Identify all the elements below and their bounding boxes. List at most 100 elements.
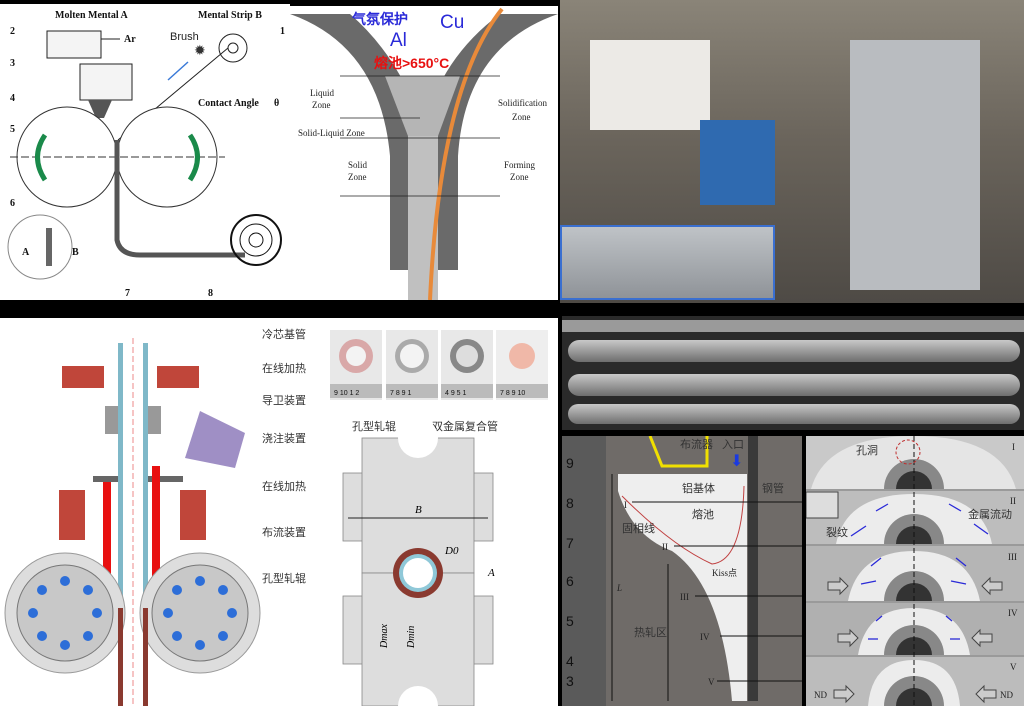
svg-text:7 8 9 10: 7 8 9 10 [500,390,525,397]
nd-label-left: ND [814,690,827,700]
metal-strip-label: Mental Strip B [198,10,262,21]
flow-arrows [850,503,989,640]
svg-text:I: I [1012,442,1015,452]
length-label: L [616,583,622,593]
dim-d0-label: D0 [444,545,459,557]
heater-top-left [62,366,104,388]
svg-text:在线加热: 在线加热 [262,361,306,375]
rotation-arrow-icon [187,133,200,182]
svg-text:V: V [1010,662,1017,672]
composite-rods-photo [562,316,1024,430]
melt-pool-label: 熔池 [692,507,714,521]
solidification-zone-label-2: Zone [512,112,531,122]
copper-strip [428,7,504,300]
panel-twin-roll-schematic: Molten Mental A Mental Strip B Ar Brush … [0,0,290,300]
solid-zone-label-2: Zone [348,172,367,182]
svg-text:9: 9 [566,455,574,471]
equipment-photo [560,0,1024,303]
ruler [562,320,1024,332]
svg-text:III: III [680,592,689,602]
heater-top-right [157,366,199,388]
hot-rolling-zone-label: 热轧区 [634,625,667,639]
svg-text:I: I [624,500,627,510]
forming-zone-label: Forming [504,160,536,170]
molten-metal-label: Molten Mental A [55,10,129,21]
dim-b-label: B [415,504,422,516]
svg-text:II: II [1010,496,1016,506]
dim-dmin-label: Dmin [406,626,417,649]
scale-ruler [562,436,606,706]
svg-text:3: 3 [10,58,15,69]
svg-text:导卫装置: 导卫装置 [262,394,306,407]
svg-text:7: 7 [566,535,574,551]
argon-label: Ar [124,34,136,45]
solid-liquid-zone-label: Solid-Liquid Zone [298,128,365,138]
svg-text:浇注装置: 浇注装置 [262,431,306,445]
svg-text:6: 6 [566,573,574,589]
layer-b-label: B [72,247,79,258]
down-arrow-icon: ⬇ [730,453,743,470]
svg-text:3: 3 [566,673,574,689]
svg-text:2: 2 [10,26,15,37]
brush-label: Brush [170,31,199,43]
rotation-arrow-icon [35,133,48,182]
solid-zone-label: Solid [348,160,368,170]
section-rows [806,436,1024,706]
svg-text:4 9 5 1: 4 9 5 1 [445,390,467,397]
svg-text:IV: IV [700,632,710,642]
svg-text:4: 4 [566,653,574,669]
svg-text:在线加热: 在线加热 [262,479,306,493]
cu-label: Cu [440,12,464,33]
grooved-roll-label: 孔型轧辊 [352,419,396,433]
svg-text:冷芯基管: 冷芯基管 [262,327,306,341]
layer-a-label: A [22,247,30,258]
solidification-zone-label: Solidification [498,98,547,108]
svg-text:IV: IV [1008,608,1018,618]
distributor-label: 布流器 [680,437,713,451]
nd-label-right: ND [1000,690,1013,700]
svg-text:4: 4 [10,93,15,104]
solidus-label: 固相线 [622,521,655,535]
panel-composite-tube-schematic: 冷芯基管 在线加热 导卫装置 浇注装置 在线加热 布流装置 孔型轧辊 9 10 … [0,318,558,706]
gas-protection-label: 气氛保护 [351,11,408,27]
pouring-device [185,411,245,468]
crack-label: 裂纹 [826,525,848,539]
inlet-label: 入口 [722,438,744,451]
liquid-zone-label: Liquid [310,88,334,98]
svg-text:1: 1 [280,26,285,37]
metal-flow-label: 金属流动 [968,507,1012,521]
svg-text:II: II [662,542,668,552]
blue-gearbox [700,120,775,205]
brush-icon: ✹ [194,44,206,59]
svg-text:布流装置: 布流装置 [262,525,306,539]
crack-inset [806,491,839,519]
svg-text:8: 8 [208,288,213,299]
hole-label: 孔洞 [856,444,878,457]
bimetal-tube-label: 双金属复合管 [432,419,498,433]
hole-marker [895,439,921,465]
part-numbers: 1 2 3 4 5 6 7 8 [10,26,285,299]
svg-text:6: 6 [10,198,15,209]
liquid-zone-label-2: Zone [312,100,331,110]
arrow-icon [167,61,189,81]
product-inset-photo [560,225,775,300]
steel-tube-label: 钢管 [762,481,784,495]
svg-text:7: 7 [125,288,130,299]
svg-text:V: V [708,677,715,687]
svg-text:孔型轧辊: 孔型轧辊 [262,571,306,585]
dim-dmax-label: Dmax [379,624,390,649]
white-cabinet [590,40,710,130]
svg-text:5: 5 [566,613,574,629]
kiss-point-label: Kiss点 [712,568,737,578]
component-labels: 冷芯基管 在线加热 导卫装置 浇注装置 在线加热 布流装置 孔型轧辊 [262,327,306,585]
theta-label: θ [274,98,279,109]
compression-arrow-icons [827,576,1003,704]
svg-text:III: III [1008,552,1017,562]
cross-section-photos: 9 10 1 2 7 8 9 1 4 9 5 1 7 8 9 10 [330,330,548,400]
svg-text:8: 8 [566,495,574,511]
svg-text:9 10 1 2: 9 10 1 2 [334,390,359,397]
